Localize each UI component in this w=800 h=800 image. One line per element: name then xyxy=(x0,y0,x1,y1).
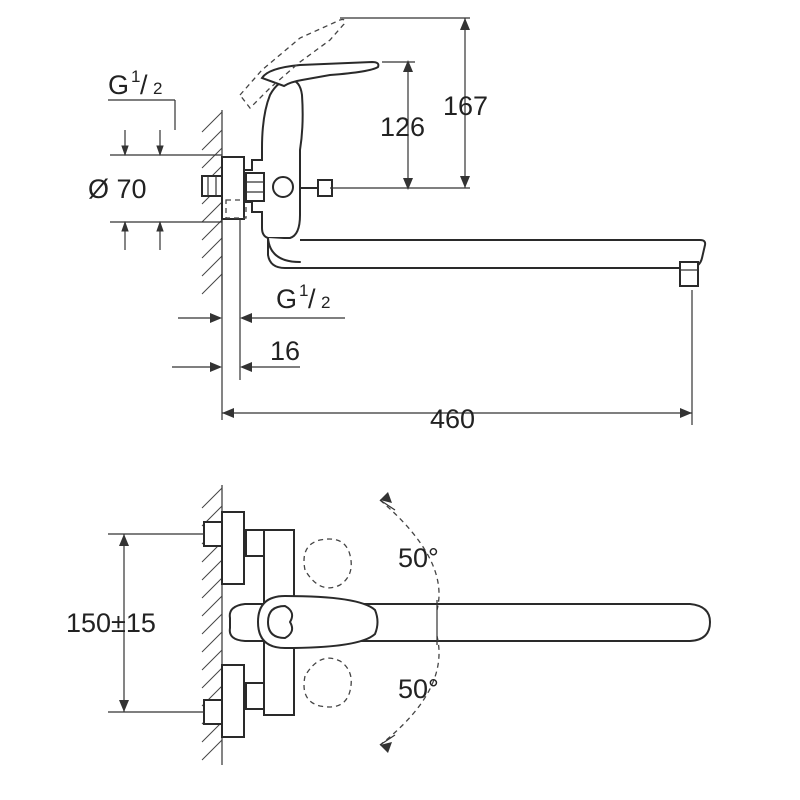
dim-16: 16 xyxy=(172,336,300,372)
thread-top-sup: 1 xyxy=(131,67,140,86)
side-view: G 1 / 2 Ø 70 126 xyxy=(88,17,707,434)
thread-bottom-sub: 2 xyxy=(321,293,330,312)
lever-handle xyxy=(260,60,380,88)
dim-thread-bottom: G 1 / 2 xyxy=(178,219,345,420)
upper-body-nut xyxy=(245,529,265,557)
aerator xyxy=(679,261,699,287)
lever-rotated-down xyxy=(303,657,352,708)
angle-lower-label: 50° xyxy=(398,674,439,704)
svg-text:/: / xyxy=(140,70,148,100)
dim-167: 167 xyxy=(340,17,488,189)
wall-hatch-upper xyxy=(201,110,223,300)
dim-126: 126 xyxy=(330,60,425,190)
mixer-body xyxy=(243,78,304,239)
arc-upper xyxy=(379,499,440,611)
spout xyxy=(267,238,707,269)
upper-inlet-nut xyxy=(203,521,223,547)
thread-bottom-label: G xyxy=(276,284,297,314)
lower-body-nut xyxy=(245,682,265,710)
dim-460: 460 xyxy=(222,290,693,434)
svg-text:/: / xyxy=(308,284,316,314)
dim-diameter: Ø 70 xyxy=(88,130,222,250)
length-460-label: 460 xyxy=(430,404,475,434)
body-nut xyxy=(245,172,265,202)
spacing-label: 150±15 xyxy=(66,608,156,638)
dim-thread-top: G 1 / 2 xyxy=(108,67,176,130)
top-view: 50° 50° 150±15 xyxy=(66,485,712,765)
height-126-label: 126 xyxy=(380,112,425,142)
inlet-nut xyxy=(201,175,223,197)
wall-flange xyxy=(221,156,245,220)
arc-lower xyxy=(379,635,440,746)
angle-upper-label: 50° xyxy=(398,543,439,573)
top-lever xyxy=(256,594,379,650)
lever-rotated-up xyxy=(303,538,352,589)
lever-raised-position xyxy=(239,18,346,109)
dim-spacing: 150±15 xyxy=(66,533,205,713)
offset-16-label: 16 xyxy=(270,336,300,366)
hidden-connector xyxy=(225,199,247,219)
cartridge xyxy=(272,176,294,198)
upper-flange xyxy=(221,511,245,585)
thread-bottom-sup: 1 xyxy=(299,281,308,300)
height-167-label: 167 xyxy=(443,91,488,121)
lower-flange xyxy=(221,664,245,738)
lower-inlet-nut xyxy=(203,699,223,725)
thread-top-sub: 2 xyxy=(153,79,162,98)
side-knob xyxy=(317,179,333,197)
diameter-label: Ø 70 xyxy=(88,174,147,204)
thread-top-label: G xyxy=(108,70,129,100)
